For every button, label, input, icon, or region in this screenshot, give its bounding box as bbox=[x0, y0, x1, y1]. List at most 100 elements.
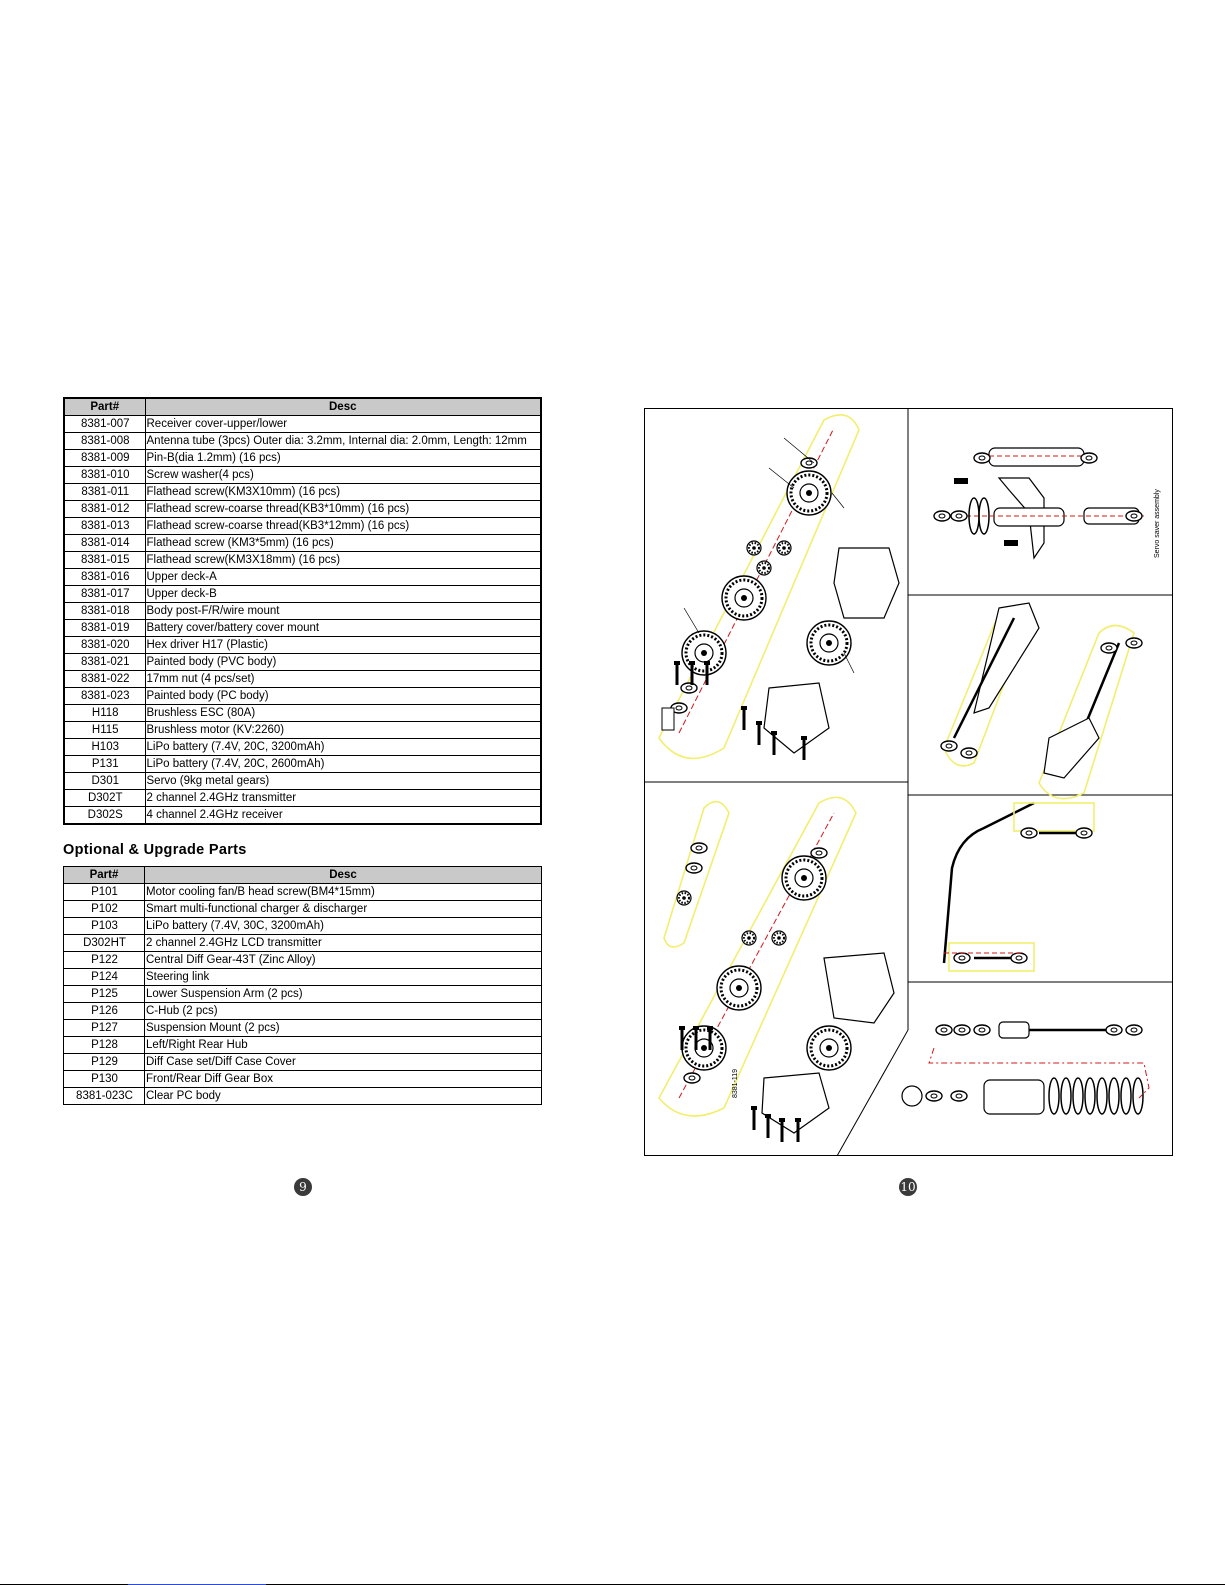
description-cell: Flathead screw(KM3X10mm) (16 pcs) bbox=[144, 483, 542, 501]
column-header-part: Part# bbox=[63, 397, 146, 416]
page-number-right: 10 bbox=[899, 1178, 917, 1196]
description-cell: 2 channel 2.4GHz transmitter bbox=[144, 789, 542, 807]
part-number-cell: P129 bbox=[63, 1053, 145, 1071]
part-number-cell: P128 bbox=[63, 1036, 145, 1054]
part-number-cell: D302S bbox=[63, 806, 146, 825]
part-number-cell: 8381-012 bbox=[63, 500, 146, 518]
part-number-cell: P126 bbox=[63, 1002, 145, 1020]
part-number-cell: 8381-023C bbox=[63, 1087, 145, 1105]
panel-shock-absorber bbox=[901, 1021, 1150, 1115]
part-number-cell: 8381-009 bbox=[63, 449, 146, 467]
part-number-cell: P130 bbox=[63, 1070, 145, 1088]
description-cell: Body post-F/R/wire mount bbox=[144, 602, 542, 620]
part-number-cell: D302HT bbox=[63, 934, 145, 952]
part-number-cell: P101 bbox=[63, 883, 145, 901]
description-cell: 17mm nut (4 pcs/set) bbox=[144, 670, 542, 688]
description-cell: Smart multi-functional charger & dischar… bbox=[144, 900, 542, 918]
part-number-cell: 8381-013 bbox=[63, 517, 146, 535]
part-number-cell: D301 bbox=[63, 772, 146, 790]
panel-differential-front bbox=[658, 414, 900, 762]
table-header-row: Part# Desc bbox=[63, 397, 542, 416]
part-number-cell: 8381-008 bbox=[63, 432, 146, 450]
description-cell: Clear PC body bbox=[144, 1087, 542, 1105]
part-number-cell: 8381-023 bbox=[63, 687, 146, 705]
part-number-cell: 8381-018 bbox=[63, 602, 146, 620]
description-cell: Painted body (PVC body) bbox=[144, 653, 542, 671]
column-header-part: Part# bbox=[63, 866, 145, 884]
description-cell: Diff Case set/Diff Case Cover bbox=[144, 1053, 542, 1071]
description-cell: Upper deck-A bbox=[144, 568, 542, 586]
description-cell: Flathead screw(KM3X18mm) (16 pcs) bbox=[144, 551, 542, 569]
part-number-cell: D302T bbox=[63, 789, 146, 807]
part-number-cell: P102 bbox=[63, 900, 145, 918]
description-cell: 4 channel 2.4GHz receiver bbox=[144, 806, 542, 825]
part-number-cell: H103 bbox=[63, 738, 146, 756]
description-cell: Flathead screw (KM3*5mm) (16 pcs) bbox=[144, 534, 542, 552]
description-cell: Battery cover/battery cover mount bbox=[144, 619, 542, 637]
description-cell: Upper deck-B bbox=[144, 585, 542, 603]
part-number-cell: H118 bbox=[63, 704, 146, 722]
part-number-cell: P131 bbox=[63, 755, 146, 773]
diagram-svg: 8381-119 Servo saver assembly bbox=[644, 408, 1173, 1157]
part-number-cell: 8381-015 bbox=[63, 551, 146, 569]
description-cell: Antenna tube (3pcs) Outer dia: 3.2mm, In… bbox=[144, 432, 542, 450]
servo-saver-label: Servo saver assembly bbox=[1154, 489, 1161, 558]
part-number-cell: P127 bbox=[63, 1019, 145, 1037]
part-number-cell: 8381-020 bbox=[63, 636, 146, 654]
panel-suspension-arms bbox=[940, 602, 1143, 800]
panel-servo-saver: Servo saver assembly bbox=[933, 447, 1161, 560]
description-cell: C-Hub (2 pcs) bbox=[144, 1002, 542, 1020]
page-number-left: 9 bbox=[294, 1178, 312, 1196]
description-cell: LiPo battery (7.4V, 30C, 3200mAh) bbox=[144, 917, 542, 935]
part-number-cell: 8381-011 bbox=[63, 483, 146, 501]
description-cell: Suspension Mount (2 pcs) bbox=[144, 1019, 542, 1037]
description-cell: LiPo battery (7.4V, 20C, 3200mAh) bbox=[144, 738, 542, 756]
description-cell: Painted body (PC body) bbox=[144, 687, 542, 705]
part-number-cell: P122 bbox=[63, 951, 145, 969]
description-cell: Central Diff Gear-43T (Zinc Alloy) bbox=[144, 951, 542, 969]
column-header-desc: Desc bbox=[144, 866, 542, 884]
description-cell: Left/Right Rear Hub bbox=[144, 1036, 542, 1054]
description-cell: Motor cooling fan/B head screw(BM4*15mm) bbox=[144, 883, 542, 901]
description-cell: Flathead screw-coarse thread(KB3*12mm) (… bbox=[144, 517, 542, 535]
description-cell: Front/Rear Diff Gear Box bbox=[144, 1070, 542, 1088]
part-number-cell: P124 bbox=[63, 968, 145, 986]
description-cell: Flathead screw-coarse thread(KB3*10mm) (… bbox=[144, 500, 542, 518]
description-cell: 2 channel 2.4GHz LCD transmitter bbox=[144, 934, 542, 952]
description-cell: Brushless ESC (80A) bbox=[144, 704, 542, 722]
part-number-cell: 8381-014 bbox=[63, 534, 146, 552]
description-cell: Brushless motor (KV:2260) bbox=[144, 721, 542, 739]
